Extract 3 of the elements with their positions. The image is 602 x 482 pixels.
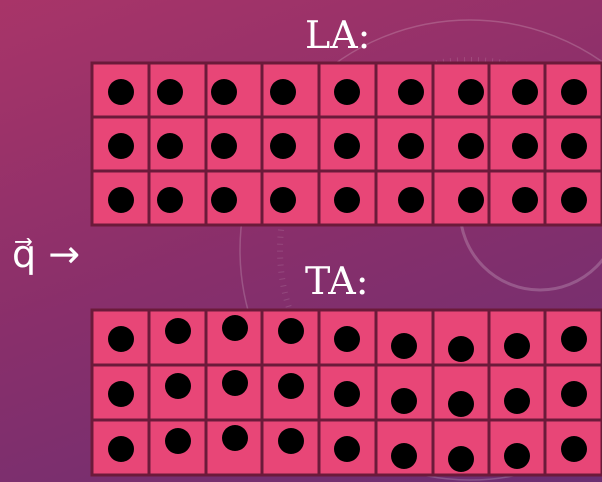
- mode-label: TA:: [305, 262, 369, 300]
- wavevector-label: q⃗ →: [12, 235, 80, 273]
- mode-label: LA:: [305, 16, 370, 54]
